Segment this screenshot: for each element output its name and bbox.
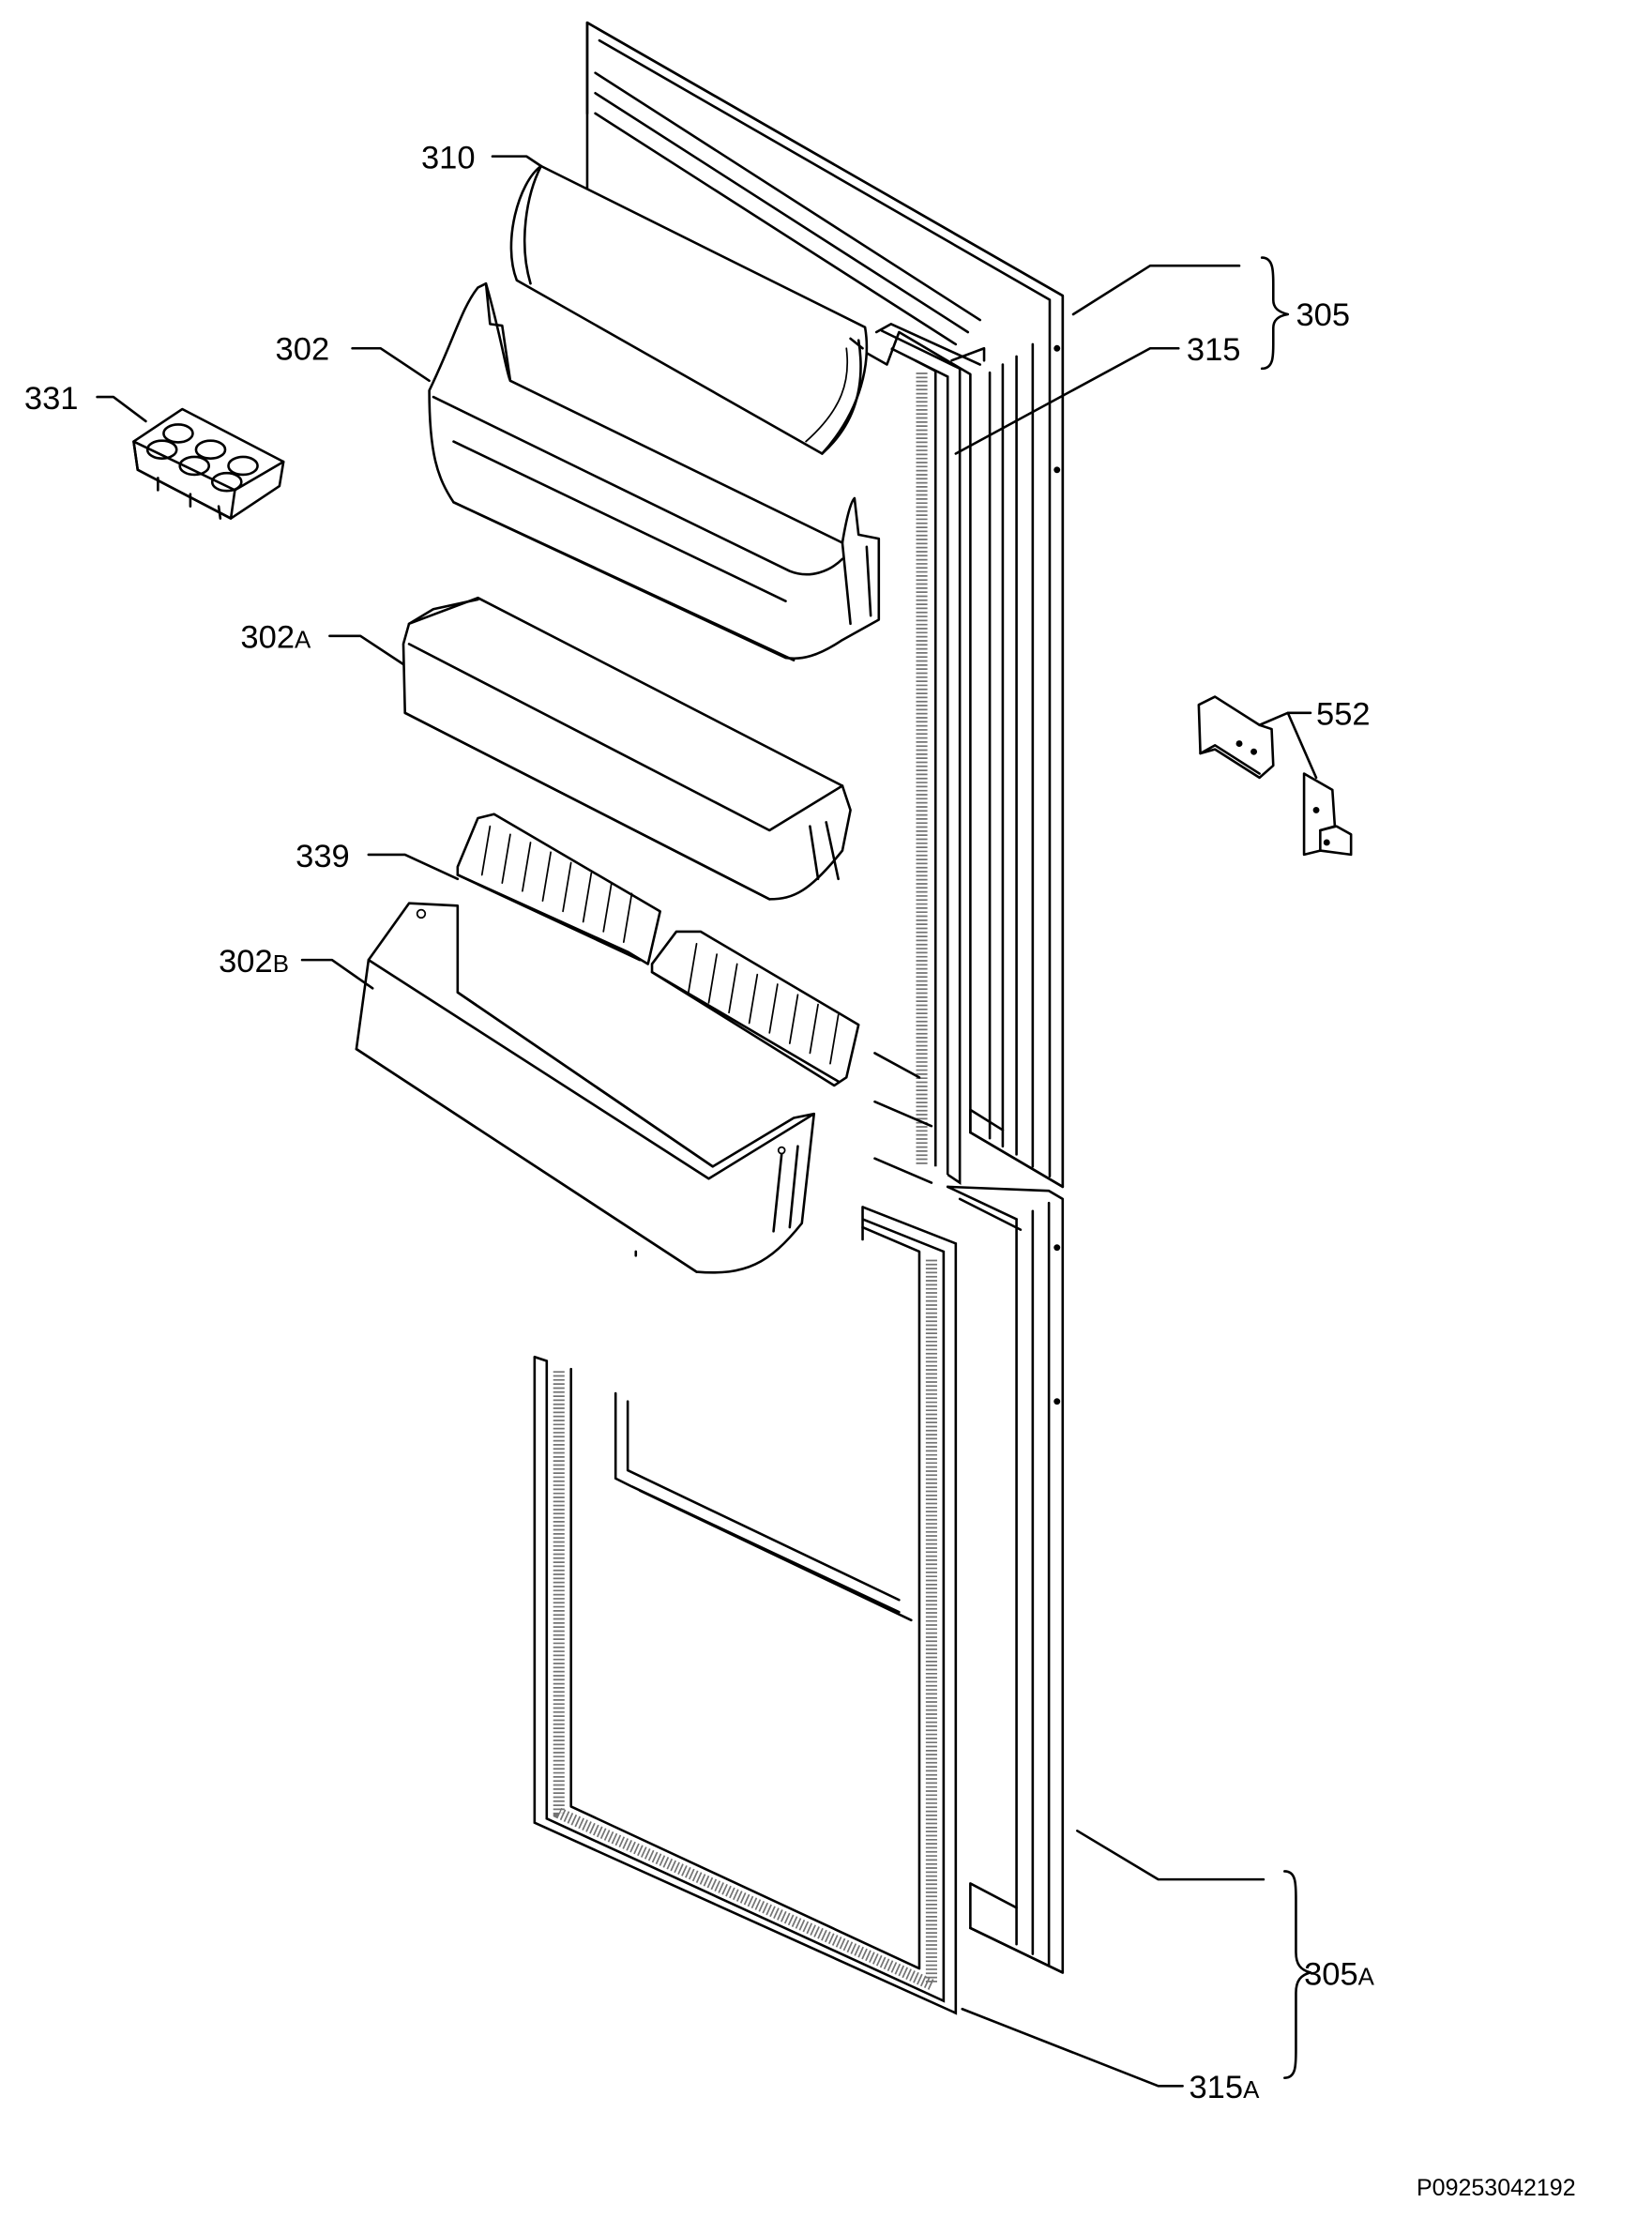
label-315: 315 bbox=[1187, 332, 1241, 368]
label-315a: 315A bbox=[1189, 2070, 1260, 2105]
egg-tray bbox=[132, 407, 285, 520]
part-labels: 310 302 331 302A 339 302B 305 315 552 30… bbox=[24, 141, 1375, 2106]
dairy-compartment-cover bbox=[509, 164, 869, 455]
label-331: 331 bbox=[24, 381, 79, 417]
label-305a: 305A bbox=[1304, 1956, 1375, 1992]
label-302: 302 bbox=[276, 331, 330, 367]
shelf-divider-left bbox=[456, 813, 661, 965]
label-339: 339 bbox=[296, 839, 350, 874]
door-shelf-302b bbox=[355, 902, 816, 1274]
leader-lines bbox=[96, 155, 1318, 2088]
door-shelf-302 bbox=[428, 281, 881, 661]
label-305: 305 bbox=[1296, 297, 1350, 333]
door-shelf-302a bbox=[402, 596, 852, 901]
label-310: 310 bbox=[421, 141, 476, 176]
drawing-code: P09253042192 bbox=[1417, 2175, 1576, 2201]
shelf-divider-right bbox=[650, 930, 860, 1087]
artwork: 310 302 331 302A 339 302B 305 315 552 30… bbox=[24, 21, 1375, 2106]
label-302b: 302B bbox=[219, 944, 289, 980]
brace-305a bbox=[1283, 1870, 1312, 2079]
lower-gasket bbox=[533, 1206, 958, 2015]
hinge-bracket bbox=[1197, 695, 1353, 857]
lower-door-panel bbox=[946, 1185, 1065, 1974]
upper-gasket bbox=[873, 323, 986, 1185]
brace-305 bbox=[1260, 256, 1290, 371]
label-302a: 302A bbox=[240, 620, 311, 656]
label-552: 552 bbox=[1316, 697, 1371, 733]
